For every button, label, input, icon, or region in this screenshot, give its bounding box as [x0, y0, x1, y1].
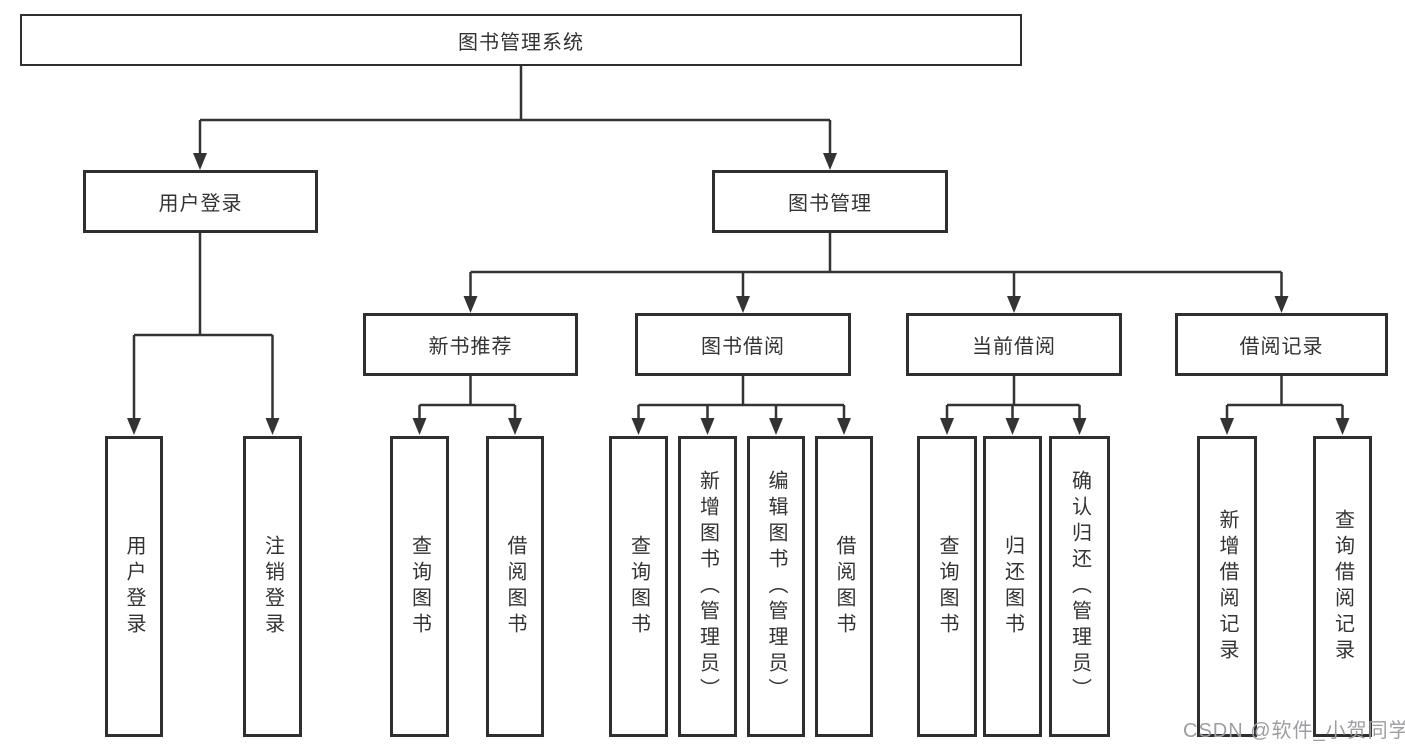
arrowheads — [127, 153, 1350, 435]
leaf-br-query-borrow-record: 查询借阅记录 — [1313, 436, 1372, 737]
leaf-user-login: 用户登录 — [105, 436, 163, 737]
node-library-management-system: 图书管理系统 — [20, 14, 1022, 66]
leaf-nb-borrow-books: 借阅图书 — [486, 436, 544, 737]
node-new-book-recommendation: 新书推荐 — [363, 313, 578, 376]
node-current-borrowing: 当前借阅 — [906, 313, 1122, 376]
leaf-br-add-borrow-record: 新增借阅记录 — [1197, 436, 1257, 737]
leaf-bb-query-books-label: 查询图书 — [627, 534, 650, 639]
node-user-login: 用户登录 — [83, 170, 318, 233]
leaf-cb-confirm-return-admin-label: 确认归还（管理员） — [1068, 469, 1091, 704]
leaf-br-query-borrow-record-label: 查询借阅记录 — [1331, 508, 1354, 665]
watermark-csdn: CSDN @软件_小贺同学 — [1183, 720, 1405, 742]
leaf-logout: 注销登录 — [243, 436, 302, 737]
leaf-cb-return-books: 归还图书 — [983, 436, 1042, 737]
leaf-bb-add-books-admin-label: 新增图书（管理员） — [696, 469, 719, 704]
leaf-user-login-label: 用户登录 — [123, 534, 145, 639]
leaf-bb-borrow-books-label: 借阅图书 — [833, 534, 855, 639]
node-borrowing-records: 借阅记录 — [1175, 313, 1388, 376]
leaf-bb-edit-books-admin-label: 编辑图书（管理员） — [765, 469, 787, 704]
leaf-cb-return-books-label: 归还图书 — [1001, 534, 1024, 639]
leaf-bb-query-books: 查询图书 — [609, 436, 668, 737]
leaf-cb-query-books-label: 查询图书 — [936, 534, 958, 639]
leaf-nb-query-books-label: 查询图书 — [408, 534, 431, 639]
node-book-management: 图书管理 — [712, 170, 948, 233]
leaf-logout-label: 注销登录 — [261, 534, 284, 639]
leaf-br-add-borrow-record-label: 新增借阅记录 — [1216, 508, 1238, 665]
leaf-cb-query-books: 查询图书 — [917, 436, 977, 737]
leaf-nb-borrow-books-label: 借阅图书 — [504, 534, 526, 639]
leaf-bb-add-books-admin: 新增图书（管理员） — [678, 436, 737, 737]
leaf-bb-edit-books-admin: 编辑图书（管理员） — [747, 436, 805, 737]
leaf-bb-borrow-books: 借阅图书 — [815, 436, 873, 737]
leaf-nb-query-books: 查询图书 — [390, 436, 449, 737]
node-book-borrowing: 图书借阅 — [635, 313, 851, 376]
leaf-cb-confirm-return-admin: 确认归还（管理员） — [1049, 436, 1110, 737]
